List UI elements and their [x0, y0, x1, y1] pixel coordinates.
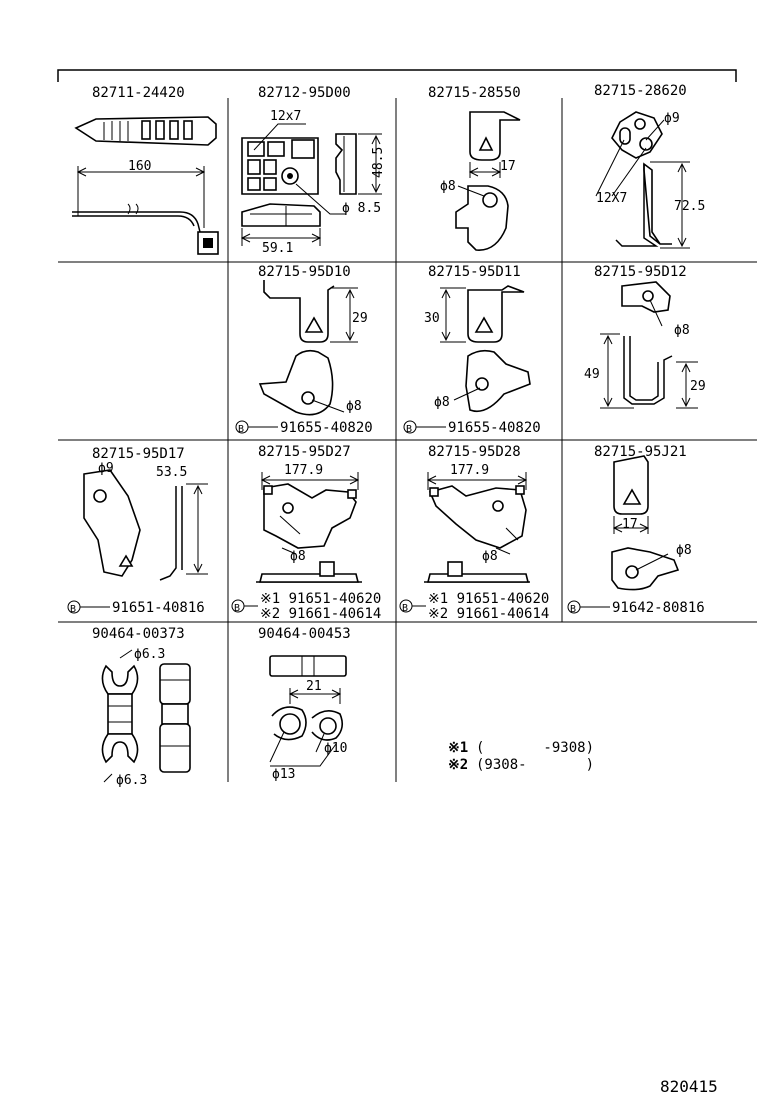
footnote-mark: ※1: [448, 740, 468, 756]
dimension-label: 160: [128, 159, 151, 174]
part-drawing-82715-95D12: [600, 281, 698, 409]
footnote-text: (9308- ): [476, 757, 594, 773]
dimension-label: ϕ8: [482, 549, 498, 564]
dimension-label: ϕ 8.5: [342, 201, 381, 216]
callout-part-number: ※2 91661-40614: [428, 606, 549, 622]
dimension-label: 30: [424, 311, 440, 326]
dimension-label: 12x7: [270, 109, 301, 124]
part-number: 82715-95D27: [258, 444, 351, 460]
dimension-label: ϕ8: [290, 549, 306, 564]
part-number: 82715-95D10: [258, 264, 351, 280]
callout-95D27: B ※1 91651-40620 ※2 91661-40614: [231, 591, 381, 622]
dimension-label: 29: [352, 311, 368, 326]
dimension-label: 53.5: [156, 465, 187, 480]
part-number: 82715-95D28: [428, 444, 521, 460]
dimension-label: 177.9: [450, 463, 489, 478]
dimension-label: ϕ8: [440, 179, 456, 194]
part-number: 82715-28620: [594, 83, 687, 99]
part-drawing-90464-00373: [101, 649, 191, 783]
callout-part-number: 91651-40816: [112, 600, 205, 616]
callout-part-number: ※2 91661-40614: [260, 606, 381, 622]
dimension-label: ϕ9: [664, 111, 680, 126]
dimension-label: 177.9: [284, 463, 323, 478]
dimension-label: 21: [306, 679, 322, 694]
callout-95D17: B 91651-40816: [67, 600, 205, 616]
callout-symbol-letter: B: [238, 424, 244, 435]
dimension-label: ϕ13: [272, 767, 295, 782]
dimension-label: 72.5: [674, 199, 705, 214]
dimension-label: 48.5: [371, 147, 386, 178]
callout-symbol-letter: B: [406, 424, 412, 435]
callout-part-number: 91642-80816: [612, 600, 705, 616]
callout-part-number: 91655-40820: [280, 420, 373, 436]
part-drawing-90464-00453: [269, 655, 347, 767]
footnote-text: ( -9308): [476, 740, 594, 756]
callout-95D10: B 91655-40820: [235, 420, 373, 436]
part-drawing-82715-95D17: [83, 469, 208, 581]
dimension-label: 59.1: [262, 241, 293, 256]
callout-symbol-letter: B: [402, 603, 408, 614]
callout-part-number: ※1 91651-40620: [260, 591, 381, 607]
dimension-label: ϕ6.3: [116, 773, 147, 788]
part-number: 82715-95D17: [92, 446, 185, 462]
part-number: 82715-28550: [428, 85, 521, 101]
part-number: 82712-95D00: [258, 85, 351, 101]
callout-part-number: ※1 91651-40620: [428, 591, 549, 607]
dimension-label: ϕ8: [434, 395, 450, 410]
grid-lines: [57, 69, 757, 782]
page-code: 820415: [660, 1077, 718, 1096]
part-drawing-82715-28550: [455, 111, 521, 251]
part-number: 82715-95D11: [428, 264, 521, 280]
callout-95D28: B ※1 91651-40620 ※2 91661-40614: [399, 591, 549, 622]
part-number: 82711-24420: [92, 85, 185, 101]
dimension-label: ϕ8: [674, 323, 690, 338]
callout-symbol-letter: B: [70, 604, 76, 615]
part-drawing-82715-95J21: [611, 455, 680, 591]
part-number: 90464-00453: [258, 626, 351, 642]
part-number: 82715-95J21: [594, 444, 687, 460]
part-drawing-82715-95D28: [424, 472, 530, 583]
part-number-labels: 82711-24420 82712-95D00 82715-28550 8271…: [92, 83, 687, 642]
dimension-label: 49: [584, 367, 600, 382]
part-drawing-82715-95D11: [440, 285, 531, 413]
dimension-label: ϕ10: [324, 741, 347, 756]
dimension-label: 29: [690, 379, 706, 394]
dimension-label: 17: [500, 159, 516, 174]
dimension-label: ϕ6.3: [134, 647, 165, 662]
part-drawing-82715-95D10: [258, 280, 358, 416]
dimension-label: 17: [622, 517, 638, 532]
part-number: 90464-00373: [92, 626, 185, 642]
part-drawing-82711-24420: [72, 116, 219, 255]
callout-symbol-letter: B: [234, 603, 240, 614]
callout-part-number: 91655-40820: [448, 420, 541, 436]
dimension-label: ϕ8: [346, 399, 362, 414]
part-drawing-82715-28620: [595, 111, 690, 249]
part-number: 82715-95D12: [594, 264, 687, 280]
dimension-label: 12X7: [596, 191, 627, 206]
dimension-label: ϕ9: [98, 461, 114, 476]
part-drawing-82715-95D27: [256, 472, 362, 583]
callout-symbol-letter: B: [570, 604, 576, 615]
callout-95D11: B 91655-40820: [403, 420, 541, 436]
footnote-mark: ※2: [448, 757, 468, 773]
callout-95J21: B 91642-80816: [567, 600, 705, 616]
dimension-label: ϕ8: [676, 543, 692, 558]
footnotes: ※1 ( -9308) ※2 (9308- ): [448, 740, 594, 773]
part-drawing-82712-95D00: [240, 123, 382, 246]
